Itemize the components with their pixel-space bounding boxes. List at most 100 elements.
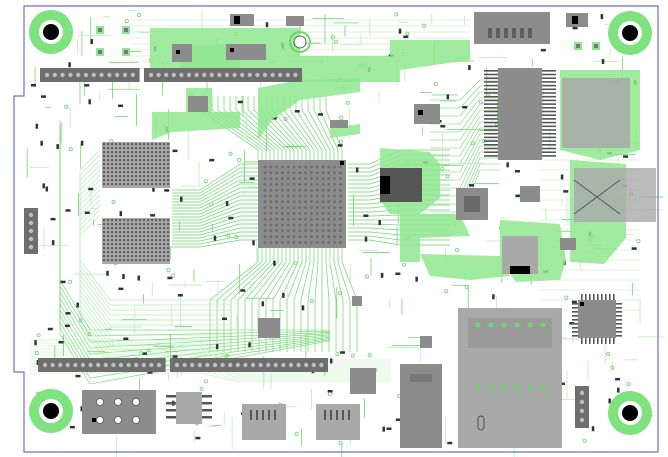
chip-pad <box>107 171 110 174</box>
header-pin <box>205 362 210 368</box>
bga-ball <box>263 217 267 221</box>
via <box>330 35 335 40</box>
passive-part <box>569 322 575 325</box>
chip-pad <box>123 183 126 186</box>
chip-pad <box>167 243 170 246</box>
usb-pin <box>268 410 270 420</box>
component-layer <box>24 12 656 448</box>
bga-ball <box>263 177 267 181</box>
bga-ball <box>315 188 319 192</box>
via <box>228 151 233 156</box>
mounting-hole <box>622 25 638 41</box>
chip-pad <box>163 159 166 162</box>
trace <box>172 239 258 248</box>
via <box>367 353 372 358</box>
chip-pin <box>605 294 607 300</box>
trace <box>223 248 267 352</box>
bga-ball <box>275 200 279 204</box>
chip-pin <box>616 327 622 329</box>
chip-pad <box>147 247 150 250</box>
chip-pad <box>139 155 142 158</box>
via <box>64 104 69 109</box>
chip-pad <box>159 167 162 170</box>
bga-ball <box>309 211 313 215</box>
chip-pad <box>103 255 106 258</box>
chip-pad <box>103 167 106 170</box>
chip-pad <box>131 155 134 158</box>
chip-pad <box>135 231 138 234</box>
flash-chip-right <box>498 68 542 160</box>
chip-pad <box>147 219 150 222</box>
trace <box>251 248 283 352</box>
bga-ball <box>275 165 279 169</box>
bga-ball <box>338 182 342 186</box>
chip-pin <box>484 132 498 135</box>
chip-pin <box>601 338 603 344</box>
chip-pad <box>123 151 126 154</box>
trace <box>30 372 390 383</box>
chip-pad <box>167 143 170 146</box>
regulator-tab <box>510 266 530 274</box>
chip-pad <box>151 155 154 158</box>
chip-pad <box>151 219 154 222</box>
chip-pad <box>143 159 146 162</box>
chip-pad <box>167 259 170 262</box>
header-pin <box>88 362 93 368</box>
bga-ball <box>327 194 331 198</box>
chip-pad <box>123 155 126 158</box>
header-pin <box>190 362 195 368</box>
passive-part <box>301 305 305 311</box>
bga-ball <box>321 240 325 244</box>
bga-ball <box>292 177 296 181</box>
bga-ball <box>298 171 302 175</box>
passive-part <box>47 327 53 331</box>
chip-pad <box>111 251 114 254</box>
trace <box>172 219 258 233</box>
chip-pad <box>151 179 154 182</box>
header-pin <box>209 72 214 78</box>
chip-pad <box>127 239 130 242</box>
chip-pad <box>159 179 162 182</box>
chip-pad <box>119 171 122 174</box>
trace <box>172 195 258 215</box>
passive-part <box>415 276 418 282</box>
header-pin <box>50 362 55 368</box>
via <box>34 351 39 356</box>
header-pin <box>179 72 184 78</box>
chip-pin <box>542 107 556 109</box>
via <box>445 174 450 179</box>
bga-ball <box>298 188 302 192</box>
via <box>199 386 204 391</box>
chip-pad <box>147 243 150 246</box>
chip-pad <box>111 147 114 150</box>
bga-ball <box>298 217 302 221</box>
pin1-marker <box>580 302 584 306</box>
chip-pad <box>159 163 162 166</box>
chip-pad <box>111 143 114 146</box>
ethernet-jack-top <box>468 318 552 348</box>
header-pin <box>247 72 252 78</box>
ethernet-mount <box>477 415 485 431</box>
trace <box>430 139 500 181</box>
bga-ball <box>304 229 308 233</box>
header-right-small <box>575 386 589 428</box>
chip-pad <box>107 235 110 238</box>
bga-ball <box>338 229 342 233</box>
header-pin <box>114 398 122 406</box>
header-pin <box>285 72 290 78</box>
bga-ball <box>321 206 325 210</box>
via <box>440 166 445 171</box>
chip-pin <box>542 151 556 153</box>
trace <box>430 79 500 101</box>
chip-pad <box>139 179 142 182</box>
chip-pad <box>147 259 150 262</box>
header-pin <box>171 72 176 78</box>
chip-pad <box>119 151 122 154</box>
header-pin <box>243 362 248 368</box>
chip-pad <box>155 143 158 146</box>
chip-pad <box>107 147 110 150</box>
bga-ball <box>292 206 296 210</box>
header-pin <box>255 72 260 78</box>
chip-pad <box>151 251 154 254</box>
bga-ball <box>263 240 267 244</box>
